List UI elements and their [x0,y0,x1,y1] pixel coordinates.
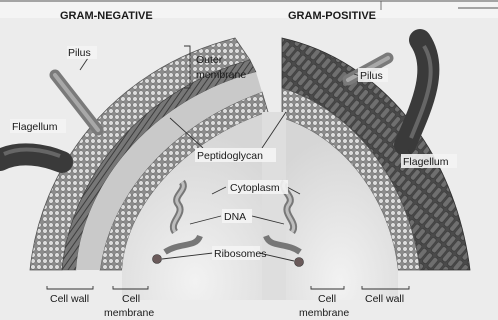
label-pilus-left: Pilus [68,47,91,59]
label-ribosomes: Ribosomes [214,248,267,260]
label-flagellum-left: Flagellum [12,121,58,133]
title-gram-positive: GRAM-POSITIVE [288,10,376,22]
ribosome-left [153,255,162,264]
label-flagellum-right: Flagellum [403,156,449,168]
label-cell-membrane-left-line1: Cell [122,293,140,305]
title-gram-negative: GRAM-NEGATIVE [60,10,153,22]
label-cell-wall-right: Cell wall [365,293,404,305]
label-cell-membrane-right-line2: membrane [299,307,349,319]
label-dna: DNA [224,211,246,223]
label-cell-membrane-right-line1: Cell [318,293,336,305]
ribosome-right [295,258,304,267]
label-peptidoglycan: Peptidoglycan [197,150,263,162]
label-pilus-right: Pilus [360,70,383,82]
label-cell-wall-left: Cell wall [50,293,89,305]
label-cytoplasm: Cytoplasm [230,182,280,194]
label-cell-membrane-left-line2: membrane [104,307,154,319]
cytoplasm-center [262,112,286,300]
label-outer-membrane-line2: membrane [196,69,246,81]
label-outer-membrane-line1: Outer [196,54,223,66]
